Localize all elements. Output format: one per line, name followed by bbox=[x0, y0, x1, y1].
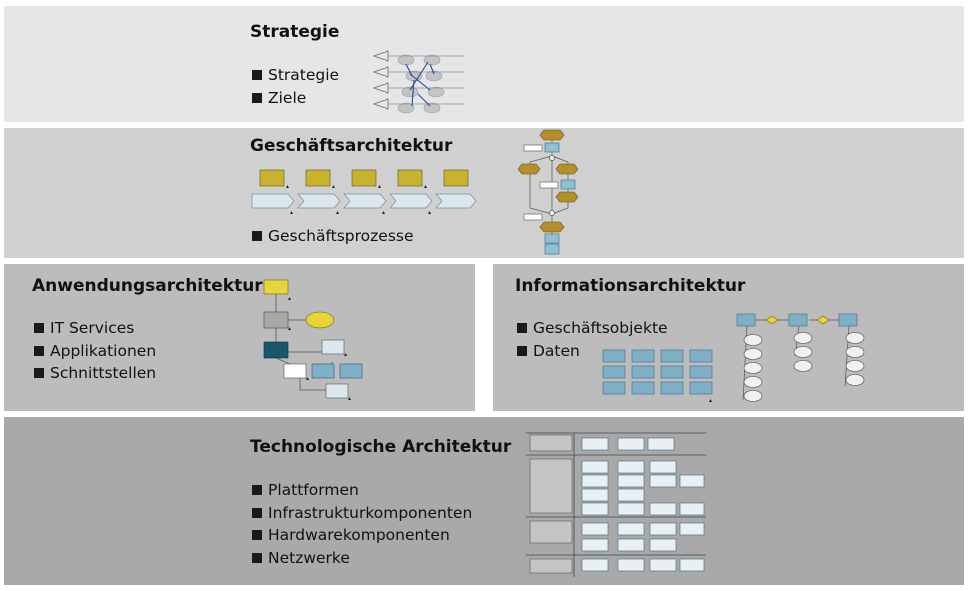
technologische-architektur-layer: Technologische Architektur Plattformen I… bbox=[4, 417, 964, 585]
tech-item: Netzwerke bbox=[252, 547, 472, 570]
technology-framework-icon bbox=[526, 432, 706, 577]
tech-item: Hardwarekomponenten bbox=[252, 524, 472, 547]
strategie-layer: Strategie Strategie Ziele bbox=[4, 6, 964, 122]
epc-flow-icon bbox=[518, 129, 578, 255]
strategie-item: Ziele bbox=[252, 87, 339, 110]
geschaeft-item: Geschäftsprozesse bbox=[252, 225, 414, 248]
strategie-list: Strategie Ziele bbox=[252, 64, 339, 109]
info-title: Informationsarchitektur bbox=[515, 276, 746, 296]
anwendung-title: Anwendungsarchitektur bbox=[32, 276, 263, 296]
tech-title: Technologische Architektur bbox=[250, 437, 512, 457]
data-tables-icon bbox=[602, 349, 713, 402]
anwendungsarchitektur-layer: Anwendungsarchitektur IT Services Applik… bbox=[4, 264, 475, 411]
tech-item: Plattformen bbox=[252, 479, 472, 502]
strategie-item: Strategie bbox=[252, 64, 339, 87]
geschaeftsarchitektur-layer: Geschäftsarchitektur Geschäftsprozesse bbox=[4, 128, 964, 258]
anwendung-item: Applikationen bbox=[34, 340, 156, 363]
info-item: Daten bbox=[517, 340, 668, 363]
anwendung-item: Schnittstellen bbox=[34, 362, 156, 385]
tech-item: Infrastrukturkomponenten bbox=[252, 502, 472, 525]
strategie-title: Strategie bbox=[250, 22, 340, 42]
geschaeft-list: Geschäftsprozesse bbox=[252, 225, 414, 248]
anwendung-list: IT Services Applikationen Schnittstellen bbox=[34, 317, 156, 385]
tech-list: Plattformen Infrastrukturkomponenten Har… bbox=[252, 479, 472, 569]
informationsarchitektur-layer: Informationsarchitektur Geschäftsobjekte… bbox=[493, 264, 964, 411]
geschaeft-title: Geschäftsarchitektur bbox=[250, 136, 453, 156]
anwendung-item: IT Services bbox=[34, 317, 156, 340]
info-list: Geschäftsobjekte Daten bbox=[517, 317, 668, 362]
application-diagram-icon bbox=[263, 279, 363, 400]
process-chain-icon bbox=[251, 169, 477, 214]
entity-model-icon bbox=[736, 313, 865, 402]
strategy-map-icon bbox=[372, 50, 464, 114]
info-item: Geschäftsobjekte bbox=[517, 317, 668, 340]
